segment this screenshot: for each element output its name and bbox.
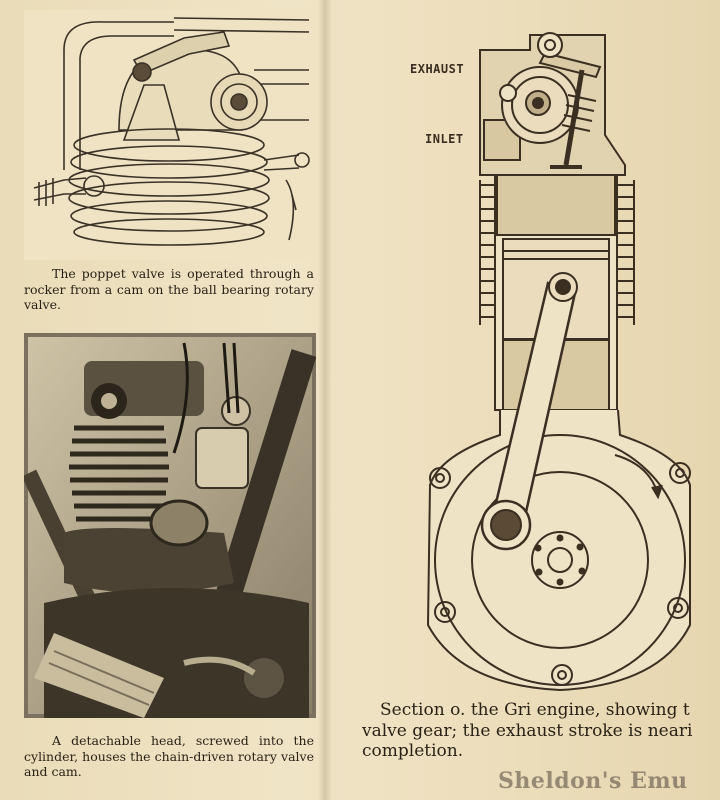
detachable-head-caption: A detachable head, screwed into the cyli… (24, 733, 314, 780)
poppet-valve-caption: The poppet valve is operated through a r… (24, 266, 314, 313)
section-caption: Section o. the Gri engine, showing t val… (362, 700, 693, 762)
engine-section-diagram (400, 25, 700, 695)
poppet-valve-illustration (24, 10, 314, 260)
engine-photograph (24, 333, 316, 718)
inlet-label: INLET (425, 132, 464, 146)
page-gutter (318, 0, 332, 800)
sheldons-emu-watermark: Sheldon's Emu (498, 768, 688, 794)
exhaust-label: EXHAUST (410, 62, 465, 76)
